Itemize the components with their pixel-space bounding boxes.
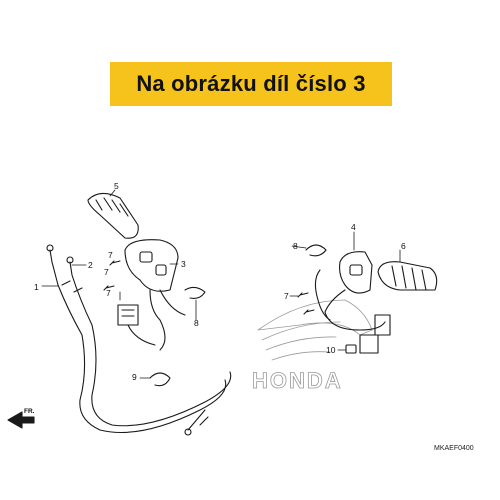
right-clamp [305, 244, 327, 257]
callout-10: 10 [326, 345, 336, 355]
leader-lines [41, 189, 401, 379]
right-bolts [297, 292, 315, 315]
callout-2: 2 [88, 260, 93, 270]
part-10-component [345, 344, 357, 354]
callout-6: 6 [401, 241, 406, 251]
honda-watermark: HONDA [252, 368, 343, 393]
callout-7b: 7 [104, 267, 109, 277]
diagram-code: MKAEF0400 [434, 445, 474, 452]
callout-9: 9 [132, 372, 137, 382]
callout-1: 1 [34, 282, 39, 292]
part-number-banner: Na obrázku díl číslo 3 [110, 62, 392, 106]
right-grip [377, 261, 438, 291]
left-grip [87, 192, 139, 239]
left-bolts [103, 260, 121, 291]
callout-3: 3 [181, 259, 186, 269]
left-switch-housing [117, 239, 186, 351]
callout-7c: 7 [284, 291, 289, 301]
right-switch-housing [314, 251, 391, 354]
callout-7: 7 [108, 250, 113, 260]
banner-text: Na obrázku díl číslo 3 [136, 71, 366, 96]
left-clamp [184, 286, 206, 299]
callout-labels: 1 2 3 4 5 6 7 7 7 8 8 9 10 7 FR. HONDA [24, 181, 406, 415]
throttle-cables [46, 244, 232, 436]
callout-4: 4 [351, 222, 356, 232]
callout-8b: 8 [293, 241, 298, 251]
front-arrow-icon [7, 411, 35, 429]
direction-label: FR. [24, 408, 35, 415]
callout-8: 8 [194, 318, 199, 328]
cable-clamp-9 [149, 372, 171, 387]
callout-7d: 7 [106, 288, 111, 298]
callout-5: 5 [114, 181, 119, 191]
